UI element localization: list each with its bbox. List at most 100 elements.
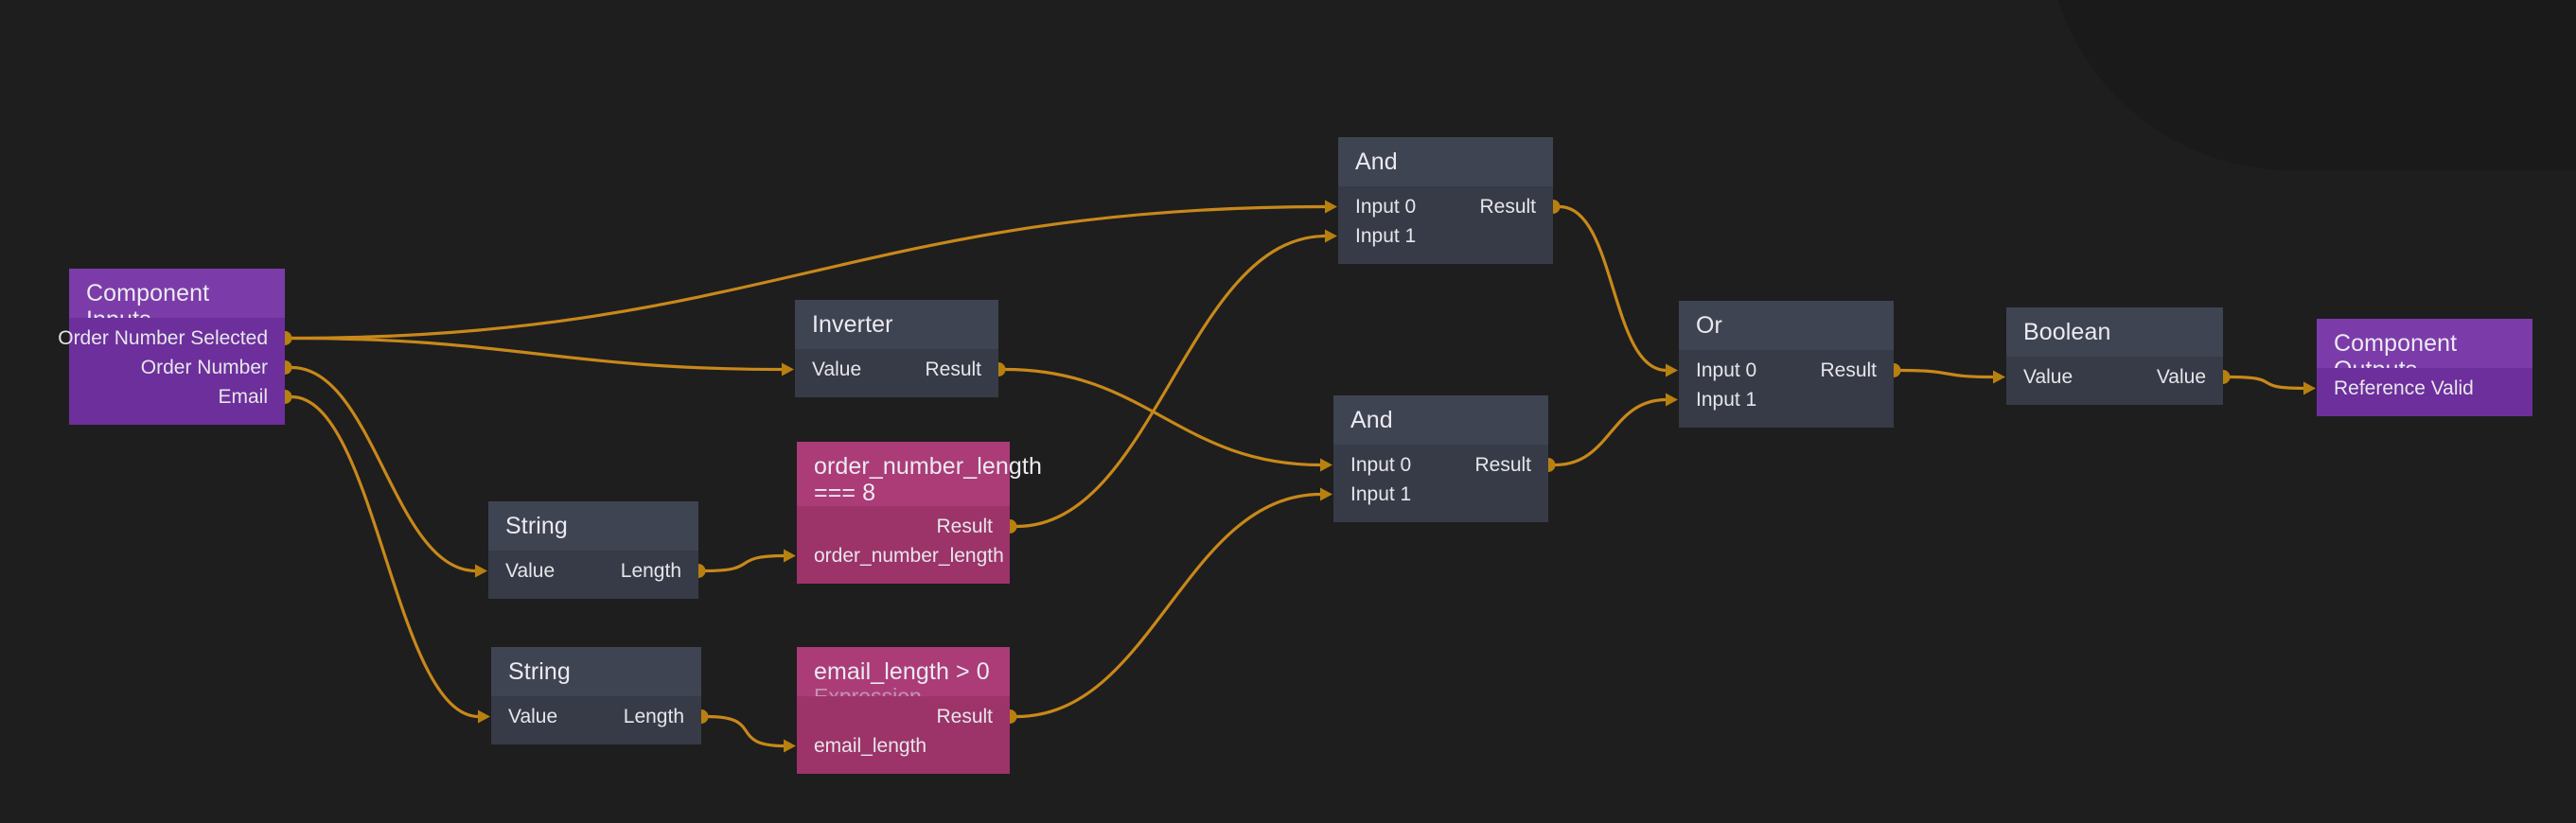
wire-arrow-8: [1320, 487, 1332, 501]
port-in-label: Value: [508, 705, 558, 727]
node-header-and-2[interactable]: And: [1333, 395, 1548, 445]
port-in-expr-order-number-length-0[interactable]: order_number_length: [814, 541, 1004, 570]
port-row-and-2-0[interactable]: Input 0 Result: [1350, 450, 1531, 480]
wire-arrow-1: [782, 362, 794, 376]
node-title-boolean: Boolean: [2023, 319, 2111, 345]
wire-1[interactable]: [291, 336, 784, 372]
node-title-or: Or: [1696, 312, 1722, 339]
node-header-or[interactable]: Or: [1679, 301, 1894, 350]
wire-arrow-3: [478, 709, 490, 724]
wire-arrow-10: [1666, 393, 1678, 407]
port-out-label: Length: [623, 705, 684, 727]
port-in-expr-email-length-0[interactable]: email_length: [814, 731, 993, 761]
wire-9[interactable]: [1559, 204, 1667, 373]
wire-arrow-7: [1325, 229, 1337, 243]
port-label: email_length: [814, 734, 927, 757]
wire-arrow-0: [1325, 200, 1337, 214]
port-label: Order Number Selected: [58, 326, 268, 349]
node-header-inverter[interactable]: Inverter: [795, 300, 998, 349]
wire-5[interactable]: [707, 714, 785, 748]
port-in-label: Input 0: [1355, 195, 1417, 218]
port-in-label: Input 1: [1355, 224, 1417, 247]
node-header-component-inputs[interactable]: Component Inputs: [69, 269, 285, 333]
port-in-label: Input 1: [1350, 482, 1412, 505]
port-row-and-1-1[interactable]: Input 1: [1355, 221, 1536, 251]
port-out-expr-email-length-0[interactable]: Result: [814, 702, 993, 731]
wire-4[interactable]: [704, 553, 785, 573]
port-out-component-inputs-1[interactable]: Order Number: [86, 353, 268, 382]
port-label: Email: [218, 385, 268, 408]
wire-arrow-9: [1666, 363, 1678, 377]
node-body-string-email: Value Length: [491, 696, 701, 744]
node-header-component-outputs[interactable]: Component Outputs: [2317, 319, 2532, 383]
node-header-expr-email-length[interactable]: email_length > 0Expression: [797, 647, 1010, 709]
node-component-outputs[interactable]: Component OutputsReference Valid: [2317, 319, 2532, 416]
node-header-string-order-number[interactable]: String: [488, 501, 698, 551]
node-body-component-outputs: Reference Valid: [2317, 368, 2532, 416]
node-component-inputs[interactable]: Component InputsOrder Number SelectedOrd…: [58, 269, 285, 425]
port-out-label: Result: [925, 358, 981, 380]
port-out-expr-order-number-length-0[interactable]: Result: [814, 512, 993, 541]
wire-arrow-6: [1320, 458, 1332, 472]
wire-arrow-12: [2303, 381, 2316, 395]
port-out-label: Result: [1479, 195, 1536, 218]
node-title-and-2: And: [1350, 407, 1393, 433]
port-in-label: Reference Valid: [2334, 376, 2474, 399]
node-expr-order-number-length[interactable]: order_number_length === 8ExpressionResul…: [797, 442, 1042, 584]
node-header-and-1[interactable]: And: [1338, 137, 1553, 186]
port-out-label: Result: [1474, 453, 1531, 476]
node-expr-email-length[interactable]: email_length > 0ExpressionResult email_le…: [797, 647, 1010, 774]
wire-2[interactable]: [291, 365, 477, 573]
port-row-or-0[interactable]: Input 0 Result: [1696, 356, 1877, 385]
wire-3[interactable]: [291, 394, 480, 719]
wire-7[interactable]: [1015, 234, 1327, 529]
node-title-string-order-number: String: [505, 513, 568, 539]
port-row-component-outputs-0[interactable]: Reference Valid: [2334, 374, 2515, 403]
node-body-expr-email-length: Result email_length: [797, 696, 1010, 774]
wire-arrow-11: [1993, 370, 2005, 384]
port-row-or-1[interactable]: Input 1: [1696, 385, 1877, 414]
node-body-expr-order-number-length: Result order_number_length: [797, 506, 1010, 584]
port-out-label: Result: [1820, 359, 1877, 381]
node-header-boolean[interactable]: Boolean: [2006, 307, 2223, 357]
wire-10[interactable]: [1554, 397, 1667, 467]
port-row-and-2-1[interactable]: Input 1: [1350, 480, 1531, 509]
port-in-label: Input 0: [1696, 359, 1757, 381]
wire-0[interactable]: [291, 204, 1327, 341]
wire-arrow-5: [784, 739, 796, 753]
wire-12[interactable]: [2229, 375, 2305, 391]
port-in-label: Input 0: [1350, 453, 1412, 476]
port-row-and-1-0[interactable]: Input 0 Result: [1355, 192, 1536, 221]
port-in-label: Input 1: [1696, 388, 1757, 411]
port-out-component-inputs-2[interactable]: Email: [86, 382, 268, 412]
port-label: Result: [936, 515, 993, 537]
wire-11[interactable]: [1899, 368, 1995, 379]
port-row-string-email-0[interactable]: Value Length: [508, 702, 684, 731]
wire-8[interactable]: [1015, 492, 1322, 719]
wire-6[interactable]: [1004, 367, 1322, 467]
port-label: Order Number: [140, 356, 268, 378]
node-header-string-email[interactable]: String: [491, 647, 701, 696]
port-out-component-inputs-0[interactable]: Order Number Selected: [58, 324, 268, 353]
port-in-label: Value: [2023, 365, 2073, 388]
node-header-expr-order-number-length[interactable]: order_number_length === 8Expression: [797, 442, 1042, 530]
